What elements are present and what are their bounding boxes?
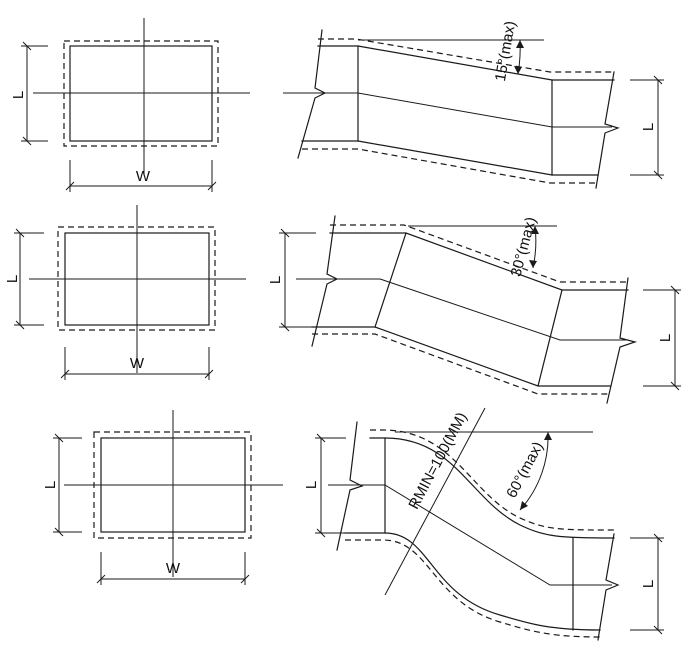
row1-left-break bbox=[297, 29, 327, 159]
row3-w-label: W bbox=[166, 560, 181, 577]
row1-right-break bbox=[595, 71, 620, 189]
row1-w-label: W bbox=[136, 168, 151, 185]
row2-angle-label: 30°(max) bbox=[508, 215, 540, 278]
row1-centerline bbox=[283, 92, 612, 128]
row3-left-break bbox=[336, 421, 364, 551]
row3-left-l-label: L bbox=[303, 481, 320, 489]
row2-cross-section: L W bbox=[4, 205, 246, 380]
row3-cross-section: L W bbox=[42, 410, 283, 585]
row3-bottom-wall bbox=[344, 532, 601, 631]
row1-right-l-label: L bbox=[640, 123, 657, 131]
row3-offset-view: RMIN=100(MM) 60°(max) L L bbox=[303, 407, 664, 641]
row2-w-label: W bbox=[130, 355, 145, 372]
row2-left-l-label: L bbox=[267, 276, 284, 284]
row1-offset-view: 15°(max) L bbox=[283, 20, 664, 189]
row1-l-label: L bbox=[10, 91, 27, 99]
row1-top-wall bbox=[317, 45, 615, 81]
row3-angle-label: 60°(max) bbox=[503, 439, 547, 501]
row3-l-label: L bbox=[42, 481, 59, 489]
row2-offset-view: 30°(max) L L bbox=[267, 215, 681, 404]
row3-radius-line bbox=[384, 407, 486, 596]
row1-bottom-insulation bbox=[302, 148, 598, 184]
row1-bottom-wall bbox=[301, 140, 599, 176]
row1-cross-section: L W bbox=[10, 18, 250, 192]
row3-right-l-label: L bbox=[640, 580, 657, 588]
row3-top-wall bbox=[369, 437, 615, 539]
row1-top-insulation bbox=[318, 38, 614, 73]
row2-l-label: L bbox=[4, 275, 21, 283]
row2-right-l-label: L bbox=[657, 334, 674, 342]
